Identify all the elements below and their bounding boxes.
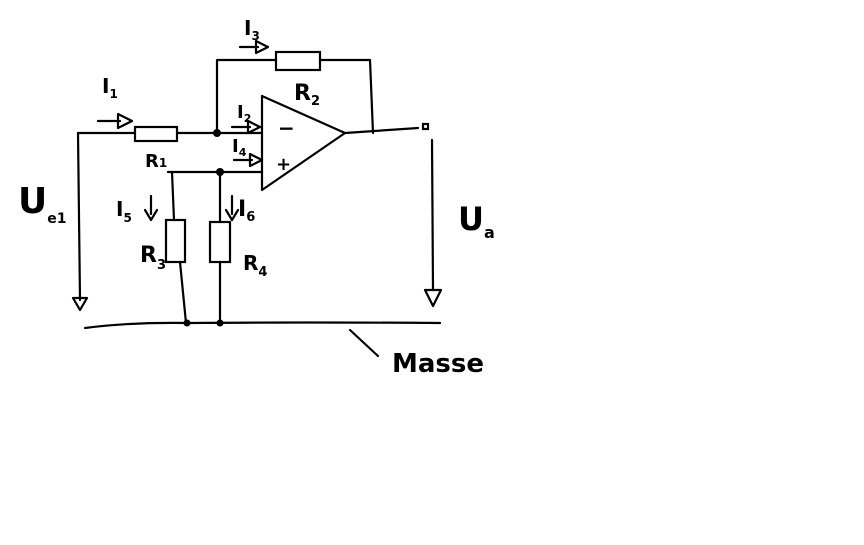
feedback-wire-right: [318, 58, 375, 135]
resistor-r4: [208, 220, 232, 264]
opamp-plus-label: +: [276, 154, 291, 175]
i1-label: I1: [102, 74, 118, 101]
i3-label: I3: [244, 16, 260, 43]
output-terminal: [421, 122, 430, 131]
r4-label: R4: [243, 251, 267, 280]
ue1-arrow-line: [76, 131, 82, 302]
i5-arrow: [143, 194, 159, 222]
r3-ground-node: [183, 319, 191, 327]
ue1-arrow-head: [71, 296, 89, 312]
opamp-triangle: [260, 94, 347, 192]
i3-arrow: [238, 39, 270, 55]
i4-label: I4: [232, 136, 247, 159]
r3-label: R3: [140, 243, 166, 273]
masse-pointer-line: [348, 328, 380, 358]
i6-label: I6: [238, 197, 255, 225]
ue1-label: Ue1: [18, 181, 66, 227]
r3-bottom-wire: [178, 260, 188, 325]
r4-ground-node: [216, 319, 224, 327]
ua-arrow-line: [430, 138, 435, 292]
resistor-r2: [274, 50, 322, 72]
i6-arrow: [224, 194, 240, 222]
feedback-wire-left: [215, 58, 278, 135]
i5-label: I5: [116, 197, 132, 225]
r2-label: R2: [294, 81, 320, 109]
i2-arrow: [230, 119, 262, 135]
i1-arrow: [96, 112, 134, 130]
output-wire: [343, 126, 420, 135]
opamp-minus-label: −: [278, 116, 295, 140]
r3-top-wire: [170, 170, 176, 222]
ua-label: Ua: [458, 200, 495, 242]
ua-arrow-head: [423, 288, 443, 308]
ground-wire: [83, 321, 442, 330]
i4-arrow: [232, 152, 264, 168]
i2-label: I2: [237, 102, 251, 125]
r1-label: R1: [145, 151, 167, 172]
resistor-r3: [164, 218, 187, 264]
resistor-r1: [133, 125, 179, 143]
masse-label: Masse: [392, 349, 484, 379]
